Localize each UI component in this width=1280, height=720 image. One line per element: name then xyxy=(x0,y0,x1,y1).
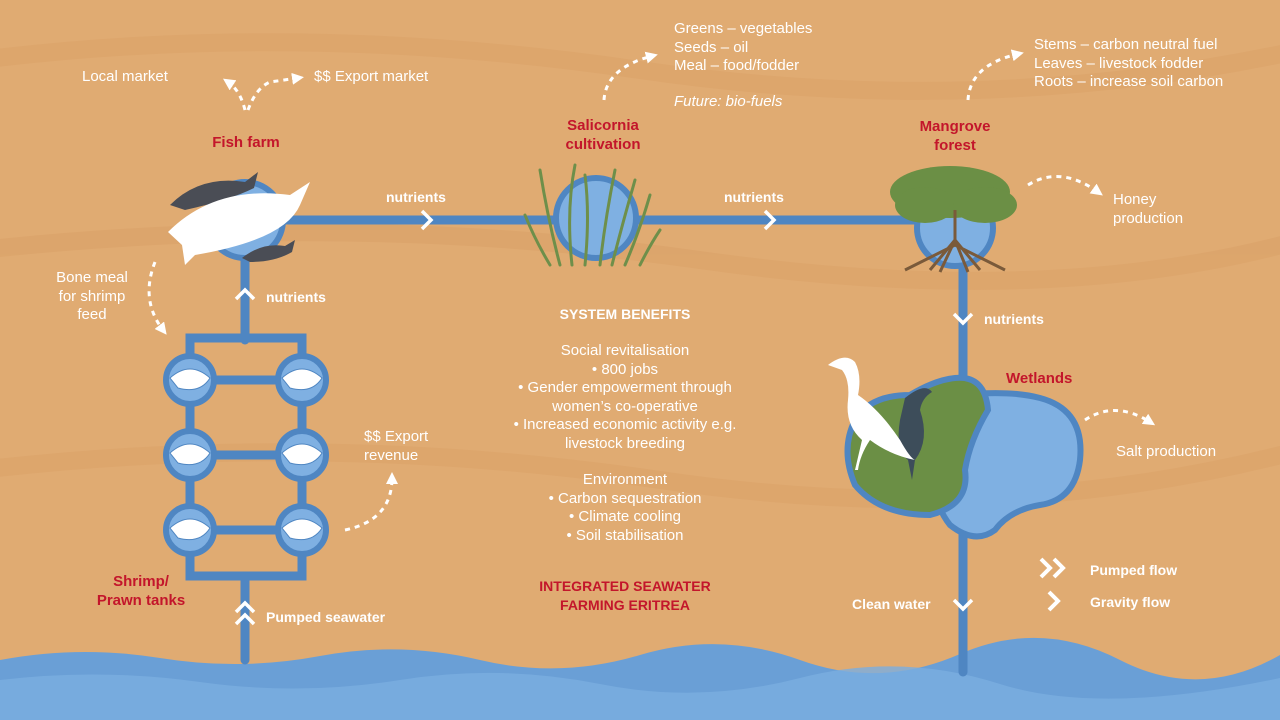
salicornia-plant-icon xyxy=(523,163,662,267)
chevron-up-icon xyxy=(234,287,256,626)
chevron-right-icon xyxy=(420,209,777,231)
local-market-label: Local market xyxy=(82,68,168,85)
salt-production-label: Salt production xyxy=(1116,443,1217,460)
future-biofuels-label: Future: bio-fuels xyxy=(674,93,783,110)
mangrove-tree-icon xyxy=(890,166,1017,273)
legend-pumped-icon xyxy=(1039,557,1066,579)
sea xyxy=(0,637,1280,720)
fish-icon xyxy=(168,172,310,265)
nutrients-label-1: nutrients xyxy=(386,189,446,205)
dashed-arrow-icon xyxy=(147,49,1156,532)
shrimp-icon xyxy=(169,368,323,541)
nutrients-down-label: nutrients xyxy=(984,311,1044,327)
chevron-down-icon xyxy=(952,312,974,612)
egret-icon xyxy=(828,357,932,480)
environment-benefits: Environment• Carbon sequestration • Clim… xyxy=(548,471,702,544)
clean-water-label: Clean water xyxy=(852,596,931,612)
nutrients-label-2: nutrients xyxy=(724,189,784,205)
wetlands-label: Wetlands xyxy=(1006,370,1073,387)
legend-pumped-label: Pumped flow xyxy=(1090,562,1178,578)
export-market-label: $$ Export market xyxy=(314,68,429,85)
salicornia-pond xyxy=(553,175,639,261)
fish-farm-label: Fish farm xyxy=(212,134,280,151)
legend-gravity-label: Gravity flow xyxy=(1090,594,1171,610)
shrimp-tanks-label: Shrimp/Prawn tanks xyxy=(96,573,186,609)
system-benefits-heading: SYSTEM BENEFITS xyxy=(559,306,691,322)
shrimp-tanks xyxy=(163,353,329,557)
legend-gravity-icon xyxy=(1047,590,1061,612)
pumped-seawater-label: Pumped seawater xyxy=(266,609,386,625)
wetlands-pond xyxy=(844,374,1084,540)
nutrients-up-label: nutrients xyxy=(266,289,326,305)
social-benefits: Social revitalisation• 800 jobs• Gender … xyxy=(513,342,737,452)
